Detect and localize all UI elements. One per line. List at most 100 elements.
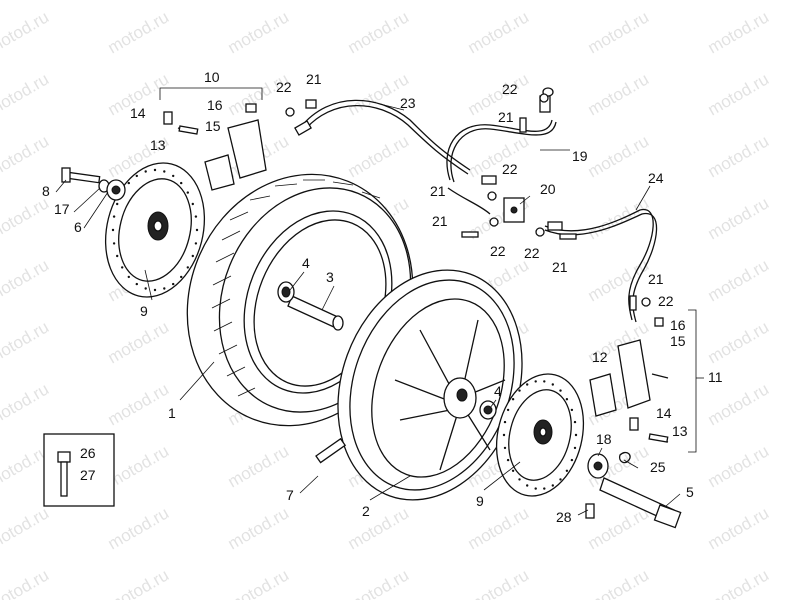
callout-18: 18 [596,431,612,447]
callout-22-a: 22 [276,79,292,95]
watermark-text: motod.ru [0,503,52,553]
disc-vent-hole [191,254,194,258]
callout-19: 19 [572,148,588,164]
disc-vent-hole [191,202,194,206]
disc-vent-hole [116,202,119,206]
disc-vent-hole [163,170,166,173]
disc-vent-hole [194,242,198,245]
watermark-text: motod.ru [104,503,172,553]
watermark-text: motod.ru [704,379,772,429]
callout-13-right: 13 [672,423,688,439]
watermark-text: motod.ru [224,7,292,57]
watermark-text: motod.ru [224,565,292,600]
disc-vent-hole [559,478,562,481]
watermark-text: motod.ru [704,503,772,553]
disc-vent-hole [534,380,537,383]
callout-11: 11 [708,369,723,385]
callout-24: 24 [648,170,664,186]
watermark-text: motod.ru [224,503,292,553]
watermark-text: motod.ru [704,441,772,491]
disc-vent-hole [180,275,183,279]
disc-vent-hole [111,228,115,232]
small-hardware [61,125,682,529]
disc-vent-hole [565,398,569,401]
watermark-text: motod.ru [464,7,532,57]
watermark-text: motod.ru [0,131,52,181]
disc-vent-hole [172,282,175,286]
callout-9-right: 9 [476,493,484,509]
callout-25: 25 [650,459,666,475]
callout-17: 17 [54,201,70,217]
callout-22-b: 22 [502,81,518,97]
disc-vent-hole [526,383,529,386]
callout-21-e: 21 [552,259,568,275]
watermark-text: motod.ru [0,317,52,367]
callout-28: 28 [556,509,572,525]
watermark-text: motod.ru [104,7,172,57]
callout-16-right: 16 [670,317,686,333]
disc-vent-hole [551,484,554,487]
callout-5: 5 [686,484,694,500]
watermark-text: motod.ru [0,69,52,119]
callout-22-e: 22 [524,245,540,261]
disc-vent-hole [559,389,562,392]
disc-vent-hole [506,458,510,462]
disc-vent-hole [518,389,521,392]
callout-20: 20 [540,181,556,197]
callout-2: 2 [362,503,370,519]
disc-vent-hole [186,191,189,194]
disc-vent-hole [153,168,157,172]
disc-vent-hole [573,420,577,424]
watermark-text: motod.ru [0,379,52,429]
disc-vent-hole [574,433,578,437]
callout-3: 3 [326,269,334,285]
disc-vent-hole [502,433,506,437]
callout-12: 12 [592,349,608,365]
disc-vent-hole [518,478,521,481]
watermark-text: motod.ru [704,69,772,119]
disc-vent-hole [194,215,198,218]
watermark-text: motod.ru [344,503,412,553]
watermark-text: motod.ru [344,7,412,57]
watermark-text: motod.ru [584,7,652,57]
disc-vent-hole [503,420,507,424]
watermark-text: motod.ru [104,565,172,600]
callout-9-left: 9 [140,303,148,319]
callout-1: 1 [168,405,176,421]
callout-21-c: 21 [430,183,446,199]
callout-21-d: 21 [432,213,448,229]
disc-vent-hole [511,469,515,472]
callout-22-d: 22 [490,243,506,259]
disc-vent-hole [565,469,569,472]
watermark-text: motod.ru [104,379,172,429]
brake-disc-left [104,162,206,298]
watermark-text: motod.ru [704,255,772,305]
disc-vent-hole [135,174,138,178]
disc-vent-hole [135,282,138,286]
disc-vent-hole [570,458,574,462]
callout-23: 23 [400,95,416,111]
watermark-text: motod.ru [0,565,52,600]
disc-vent-hole [570,408,574,412]
watermark-text: motod.ru [704,7,772,57]
brake-disc-right [495,373,585,497]
disc-vent-hole [506,408,510,412]
disc-vent-hole [144,170,147,173]
callout-4-left: 4 [302,255,310,271]
callout-6: 6 [74,219,82,235]
callout-21-f: 21 [648,271,664,287]
disc-vent-hole [112,215,116,218]
disc-vent-hole [127,181,130,185]
watermark-text: motod.ru [0,7,52,57]
disc-vent-hole [127,275,130,279]
watermark-text: motod.ru [584,193,652,243]
callout-15-right: 15 [670,333,686,349]
disc-vent-hole [116,254,119,258]
disc-vent-hole [534,487,537,490]
callout-14-right: 14 [656,405,672,421]
disc-vent-hole [144,287,147,290]
watermark-text: motod.ru [704,565,772,600]
callout-7: 7 [286,487,294,503]
